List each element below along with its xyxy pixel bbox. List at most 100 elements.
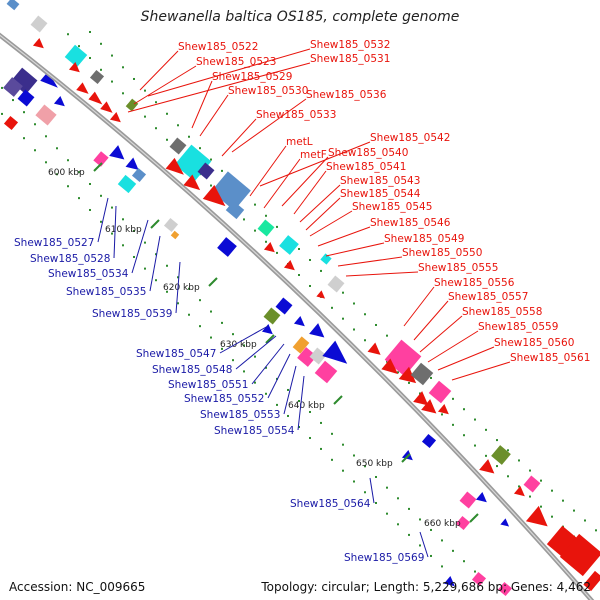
upper-callout-line — [139, 50, 179, 91]
tick-label: 620 kbp — [163, 283, 200, 293]
track-dot — [342, 443, 344, 446]
track-dot — [342, 291, 344, 294]
gene-feature-arrow — [109, 111, 121, 123]
track-dot — [78, 197, 80, 200]
track-dot — [100, 68, 102, 71]
gene-feature-box — [225, 200, 245, 220]
tick-label: 630 kbp — [220, 340, 257, 350]
track-dot — [133, 255, 135, 258]
lower-callout-line — [175, 261, 181, 314]
lower-callout-line — [113, 205, 117, 259]
track-dot — [441, 539, 443, 542]
upper-gene-label: Shew185_0560 — [494, 337, 574, 349]
gene-feature-arrow — [367, 342, 381, 355]
gene-feature-arrow — [479, 459, 495, 474]
tick-mark — [333, 395, 343, 405]
gene-feature-box — [471, 571, 487, 587]
track-dot — [463, 408, 465, 411]
track-dot — [67, 185, 69, 188]
upper-gene-label: Shew185_0556 — [434, 277, 515, 289]
track-dot — [496, 439, 498, 442]
lower-callout-line — [283, 365, 297, 415]
track-dot — [276, 251, 278, 254]
track-dot — [397, 497, 399, 500]
track-dot — [188, 313, 190, 316]
track-dot — [496, 465, 498, 468]
track-dot — [23, 137, 25, 140]
lower-callout-line — [149, 235, 161, 292]
track-dot — [452, 397, 454, 400]
gene-feature-box — [17, 89, 35, 107]
tick-mark — [401, 453, 411, 463]
gene-feature-box — [197, 162, 215, 180]
track-dot — [309, 284, 311, 287]
track-dot — [133, 229, 135, 232]
track-dot — [56, 173, 58, 176]
track-dot — [353, 302, 355, 305]
gene-feature-arrow — [53, 95, 65, 107]
track-dot — [375, 475, 377, 478]
upper-gene-label: Shew185_0544 — [340, 188, 421, 200]
track-dot — [529, 495, 531, 498]
track-dot — [463, 560, 465, 563]
lower-gene-label: Shew185_0553 — [200, 409, 280, 421]
upper-callout-line — [317, 226, 371, 247]
track-dot — [408, 381, 410, 384]
gene-feature-arrow — [125, 157, 139, 170]
upper-gene-label: Shew185_0558 — [462, 306, 542, 318]
upper-gene-label: Shew185_0550 — [402, 247, 482, 259]
track-dot — [518, 485, 520, 488]
gene-feature-box — [257, 219, 275, 237]
gene-feature-arrow — [183, 174, 201, 191]
track-dot — [265, 240, 267, 243]
gene-feature-arrow — [68, 61, 80, 73]
gene-feature-arrow — [401, 449, 413, 461]
track-dot — [430, 376, 432, 379]
track-dot — [210, 184, 212, 187]
track-dot — [254, 355, 256, 358]
track-dot — [562, 499, 564, 502]
gene-feature-box — [263, 307, 281, 325]
gene-feature-arrow — [261, 323, 273, 335]
gene-feature-box — [3, 77, 23, 97]
upper-callout-line — [281, 156, 329, 207]
gene-feature-arrow — [513, 485, 525, 497]
upper-gene-label: Shew185_0561 — [510, 352, 590, 364]
track-dot — [67, 159, 69, 162]
gene-feature-box — [279, 235, 299, 255]
tick-label: 600 kbp — [48, 168, 85, 178]
tick-mark — [469, 513, 479, 523]
track-dot — [188, 287, 190, 290]
upper-gene-label: Shew185_0557 — [448, 291, 528, 303]
track-dot — [166, 138, 168, 141]
gene-feature-arrow — [263, 241, 275, 253]
lower-gene-label: Shew185_0548 — [152, 364, 232, 376]
gene-feature-arrow — [293, 315, 305, 327]
gene-feature-box — [459, 491, 477, 509]
track-dot — [199, 325, 201, 328]
gene-feature-box — [410, 362, 434, 386]
track-dot — [397, 371, 399, 374]
tick-label: 660 kbp — [424, 519, 461, 529]
gene-feature-box — [455, 515, 471, 531]
gene-feature-box — [523, 475, 541, 493]
track-dot — [221, 321, 223, 324]
track-dot — [265, 366, 267, 369]
gene-feature-box — [428, 380, 452, 404]
track-dot — [210, 336, 212, 339]
track-dot — [177, 124, 179, 127]
track-dot — [430, 528, 432, 531]
gene-feature-arrow — [413, 391, 429, 406]
upper-gene-label: Shew185_0530 — [228, 85, 308, 97]
gene-feature-box — [327, 275, 345, 293]
lower-callout-line — [297, 375, 305, 431]
track-dot — [353, 480, 355, 483]
tick-mark — [208, 277, 218, 287]
gene-feature-box — [6, 0, 20, 11]
track-dot — [375, 323, 377, 326]
upper-callout-line — [127, 62, 311, 113]
track-dot — [364, 313, 366, 316]
gene-feature-box — [125, 98, 139, 112]
upper-callout-line — [221, 118, 257, 157]
track-dot — [56, 147, 58, 150]
